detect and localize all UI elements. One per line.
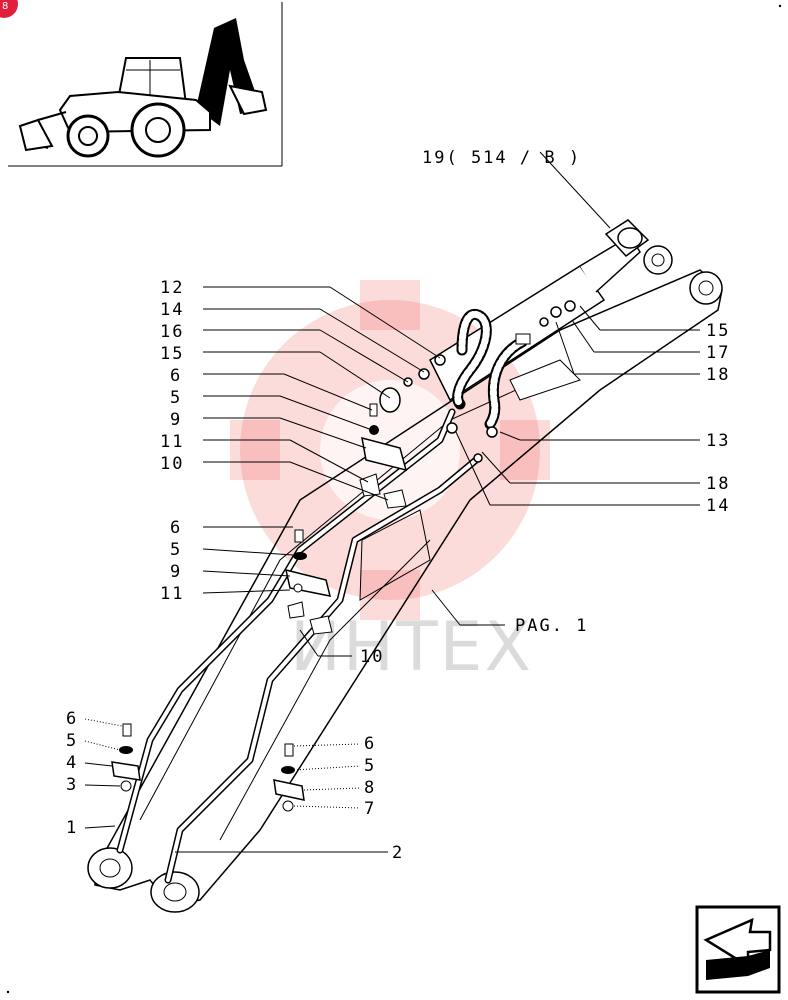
callout-label: 8 — [364, 778, 376, 798]
callout-label: 15 — [160, 344, 184, 364]
callout-label: 6 — [66, 709, 78, 729]
callout-label: 5 — [364, 756, 376, 776]
callout-label: 3 — [66, 775, 78, 795]
steel-tube-2 — [164, 456, 480, 884]
svg-text:8: 8 — [2, 1, 8, 12]
callout-label: 11 — [160, 432, 184, 452]
callout-label: 6 — [170, 366, 182, 386]
boom-arm — [87, 269, 723, 913]
callout-label: 14 — [706, 496, 730, 516]
callout-label: 1 — [66, 818, 78, 838]
callout-label: 18 — [706, 474, 730, 494]
callout-label: 18 — [706, 365, 730, 385]
corner-dot — [6, 990, 10, 994]
callout-label: 2 — [392, 843, 404, 863]
backhoe-loader-icon — [8, 2, 283, 167]
callout-label: 6 — [170, 518, 182, 538]
callout-label: 5 — [170, 388, 182, 408]
title-ref: 19( 514 / B ) — [422, 148, 581, 168]
bottom-right-callouts: 6 5 8 7 2 — [364, 734, 404, 863]
page-ref: PAG. 1 — [515, 616, 588, 636]
callout-label: 13 — [706, 431, 730, 451]
callout-label: 16 — [160, 322, 184, 342]
hoses — [452, 309, 528, 430]
callout-label: 14 — [160, 300, 184, 320]
callout-label: 9 — [170, 562, 182, 582]
callout-label: 11 — [160, 584, 184, 604]
leader-lines — [84, 151, 700, 853]
callout-label: 5 — [66, 731, 78, 751]
fittings — [111, 300, 576, 812]
corner-dot — [778, 4, 782, 8]
left-callouts: 12 14 16 15 6 5 9 11 10 6 5 9 11 10 — [160, 278, 384, 667]
next-page-arrow-icon[interactable] — [695, 905, 781, 994]
callout-label: 6 — [364, 734, 376, 754]
watermark-text: ИНТЕХ — [290, 608, 533, 687]
steel-tube-1 — [116, 408, 456, 854]
callout-label: 9 — [170, 410, 182, 430]
right-callouts: 15 17 18 13 18 14 — [706, 321, 730, 516]
callout-label: 17 — [706, 343, 730, 363]
callout-label: 5 — [170, 540, 182, 560]
corner-badge: 8 — [0, 0, 18, 18]
callout-label: 7 — [364, 799, 376, 819]
callout-label: 12 — [160, 278, 184, 298]
callout-label: 15 — [706, 321, 730, 341]
callout-label: 10 — [360, 647, 384, 667]
bottom-left-callouts: 6 5 4 3 1 — [66, 709, 78, 838]
callout-label: 4 — [66, 753, 78, 773]
callout-label: 10 — [160, 454, 184, 474]
